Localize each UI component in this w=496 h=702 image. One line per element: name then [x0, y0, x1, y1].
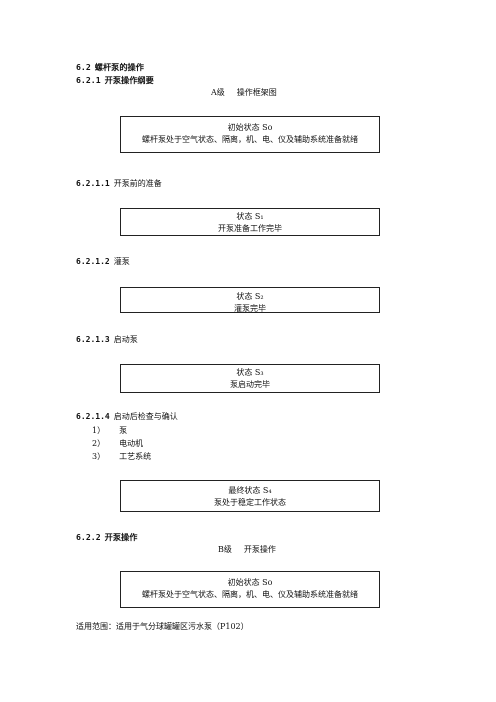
section-6-2-2-heading: 6.2.2 开泵操作	[76, 531, 137, 543]
state-box-s1: 状态 S₁ 开泵准备工作完毕	[120, 208, 380, 236]
section-title: 开泵操作纲要	[104, 75, 154, 85]
step-text: 启动后检查与确认	[113, 412, 178, 421]
level-label: A级	[211, 88, 225, 97]
list-item-text: 电动机	[119, 439, 144, 448]
state-box-initial-b: 初始状态 So 螺杆泵处于空气状态、隔离，机、电、仪及辅助系统准备就绪	[120, 571, 380, 608]
level-text: 操作框架图	[236, 88, 277, 97]
step-number: 6.2.1.4	[76, 412, 110, 421]
section-title: 开泵操作	[104, 532, 138, 542]
state-description: 开泵准备工作完毕	[218, 224, 282, 233]
list-item: 2） 电动机	[92, 438, 143, 449]
section-6-2-1-heading: 6.2.1 开泵操作纲要	[76, 74, 154, 86]
state-description: 泵启动完毕	[230, 380, 270, 389]
section-number: 6.2.2	[76, 532, 101, 542]
level-a-caption: A级 操作框架图	[211, 87, 277, 98]
list-item: 3） 工艺系统	[92, 451, 151, 462]
state-description: 螺杆泵处于空气状态、隔离，机、电、仪及辅助系统准备就绪	[142, 590, 358, 599]
state-box-final: 最终状态 S₄ 泵处于稳定工作状态	[120, 480, 380, 512]
list-item: 1） 泵	[92, 425, 127, 436]
list-item-number: 2）	[92, 439, 106, 448]
step-6-2-1-1: 6.2.1.1 开泵前的准备	[76, 178, 162, 189]
state-box-s3: 状态 S₃ 泵启动完毕	[120, 364, 380, 393]
state-box-s2: 状态 S₂ 灌泵完毕	[120, 287, 380, 313]
state-description: 螺杆泵处于空气状态、隔离，机、电、仪及辅助系统准备就绪	[142, 135, 358, 144]
step-number: 6.2.1.2	[76, 257, 110, 266]
step-6-2-1-3: 6.2.1.3 启动泵	[76, 334, 138, 345]
list-item-number: 1）	[92, 426, 106, 435]
section-6-2-heading: 6.2 螺杆泵的操作	[76, 61, 144, 73]
step-text: 灌泵	[113, 257, 130, 266]
section-number: 6.2	[76, 62, 91, 72]
step-text: 启动泵	[113, 335, 138, 344]
state-box-initial: 初始状态 So 螺杆泵处于空气状态、隔离，机、电、仪及辅助系统准备就绪	[120, 116, 380, 153]
level-label: B级	[218, 545, 232, 554]
step-number: 6.2.1.1	[76, 179, 110, 188]
step-number: 6.2.1.3	[76, 335, 110, 344]
scope-text: 适用范围：适用于气分球罐罐区污水泵（P102）	[76, 622, 249, 631]
state-name: 初始状态 So	[227, 123, 273, 132]
level-b-caption: B级 开泵操作	[218, 544, 276, 555]
step-text: 开泵前的准备	[113, 179, 162, 188]
level-text: 开泵操作	[243, 545, 276, 554]
state-name: 状态 S₃	[236, 368, 264, 377]
state-name: 状态 S₁	[236, 212, 264, 221]
state-name: 最终状态 S₄	[228, 486, 272, 495]
list-item-text: 泵	[119, 426, 128, 435]
list-item-number: 3）	[92, 452, 106, 461]
section-title: 螺杆泵的操作	[94, 62, 144, 72]
section-number: 6.2.1	[76, 75, 101, 85]
state-description: 泵处于稳定工作状态	[214, 498, 286, 507]
step-6-2-1-2: 6.2.1.2 灌泵	[76, 256, 130, 267]
state-description: 灌泵完毕	[234, 304, 266, 313]
step-6-2-1-4: 6.2.1.4 启动后检查与确认	[76, 411, 178, 422]
state-name: 状态 S₂	[236, 292, 264, 301]
state-name: 初始状态 So	[227, 578, 273, 587]
list-item-text: 工艺系统	[119, 452, 152, 461]
